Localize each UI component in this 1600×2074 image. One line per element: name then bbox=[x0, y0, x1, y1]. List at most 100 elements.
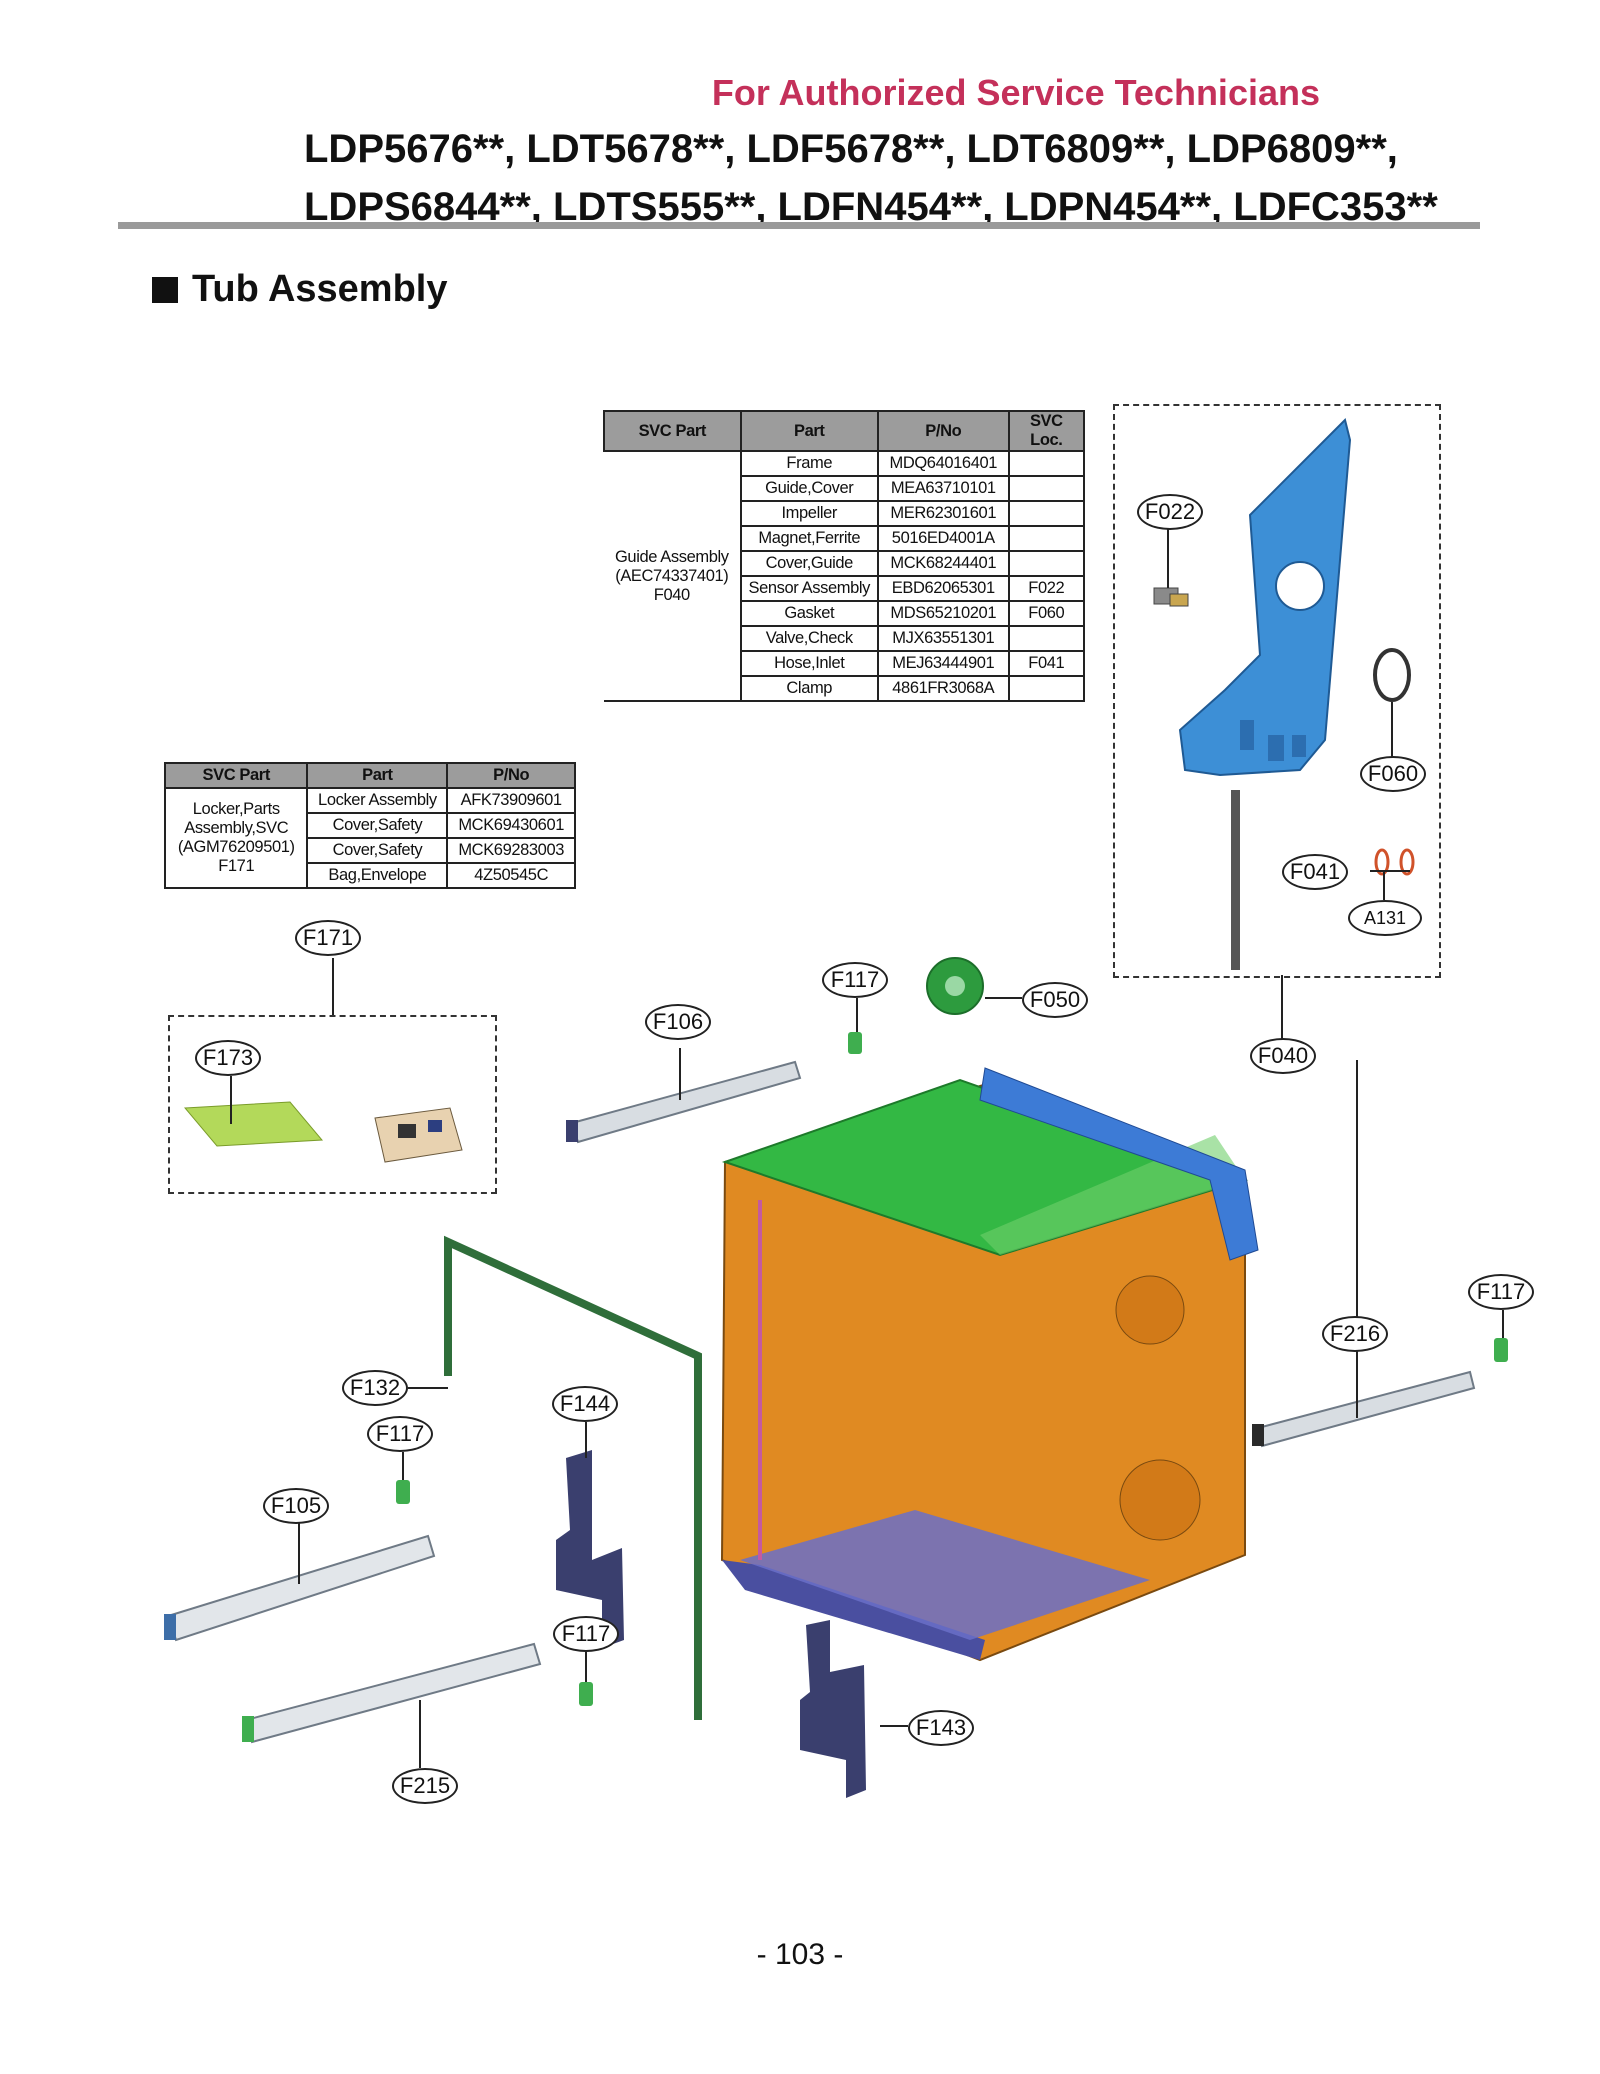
group-location: F040 bbox=[653, 585, 690, 604]
group-name-2: Assembly,SVC bbox=[184, 819, 289, 837]
callout-f132: F132 bbox=[342, 1370, 408, 1406]
clip-part bbox=[396, 1480, 410, 1504]
part-name: Hose,Inlet bbox=[739, 650, 879, 677]
part-name: Magnet,Ferrite bbox=[739, 525, 879, 552]
model-list-line-2: LDPS6844**, LDTS555**, LDFN454**, LDPN45… bbox=[304, 185, 1438, 229]
svc-location: F060 bbox=[1007, 600, 1086, 627]
callout-f117: F117 bbox=[822, 962, 888, 998]
callout-f144: F144 bbox=[552, 1386, 618, 1422]
section-title: Tub Assembly bbox=[192, 268, 448, 310]
part-number: 5016ED4001A bbox=[876, 525, 1010, 552]
callout-f040: F040 bbox=[1250, 1038, 1316, 1074]
callout-a131: A131 bbox=[1348, 900, 1422, 936]
part-name: Bag,Envelope bbox=[306, 862, 449, 889]
part-name: Clamp bbox=[739, 675, 879, 702]
callout-f060: F060 bbox=[1360, 756, 1426, 792]
part-number: MJX63551301 bbox=[876, 625, 1010, 652]
upper-rail-part bbox=[566, 1060, 802, 1144]
callout-f216: F216 bbox=[1322, 1316, 1388, 1352]
callout-f022: F022 bbox=[1137, 494, 1203, 530]
locker-parts-table: SVC Part Part P/No Locker,Parts Assembly… bbox=[163, 762, 576, 889]
svc-location: F022 bbox=[1007, 575, 1086, 602]
part-number: MER62301601 bbox=[876, 500, 1010, 527]
part-name: Guide,Cover bbox=[739, 475, 879, 502]
audience-label: For Authorized Service Technicians bbox=[711, 72, 1320, 113]
part-number: MCK69283003 bbox=[446, 837, 576, 864]
group-name: Guide Assembly bbox=[614, 547, 729, 566]
header-rule bbox=[118, 222, 1480, 229]
callout-f117: F117 bbox=[1468, 1274, 1534, 1310]
col-header-svc-loc: SVC Loc. bbox=[1007, 410, 1086, 452]
part-number: EBD62065301 bbox=[876, 575, 1010, 602]
guide-assembly-group-box bbox=[1113, 404, 1441, 978]
svc-location bbox=[1007, 450, 1086, 477]
door-gasket-part bbox=[444, 1235, 702, 1720]
page-number: - 103 - bbox=[756, 1938, 844, 1971]
group-location: F171 bbox=[218, 857, 255, 875]
svc-location bbox=[1007, 675, 1086, 702]
part-number: MEJ63444901 bbox=[876, 650, 1010, 677]
col-header-part: Part bbox=[306, 762, 449, 789]
leader-lines bbox=[230, 528, 1504, 1768]
callout-f117: F117 bbox=[367, 1416, 433, 1452]
hinge-bracket-part bbox=[556, 1450, 624, 1648]
lower-rail-part bbox=[242, 1642, 542, 1744]
clip-part bbox=[848, 1032, 862, 1054]
part-number: MDQ64016401 bbox=[876, 450, 1010, 477]
group-name: Locker,Parts bbox=[192, 800, 280, 818]
hinge-bracket-part bbox=[800, 1620, 866, 1798]
part-name: Locker Assembly bbox=[306, 787, 449, 814]
tub-part bbox=[720, 1067, 1259, 1662]
callout-f143: F143 bbox=[908, 1710, 974, 1746]
callout-f173: F173 bbox=[195, 1040, 261, 1076]
col-header-svc-part: SVC Part bbox=[163, 762, 309, 789]
part-name: Cover,Safety bbox=[306, 812, 449, 839]
col-header-part: Part bbox=[739, 410, 879, 452]
model-list-line-1: LDP5676**, LDT5678**, LDF5678**, LDT6809… bbox=[304, 127, 1398, 171]
group-code: (AGM76209501) bbox=[177, 838, 295, 856]
locker-card-part bbox=[183, 1101, 324, 1147]
callout-f041: F041 bbox=[1282, 854, 1348, 890]
square-bullet-icon bbox=[152, 276, 178, 303]
svc-location bbox=[1007, 550, 1086, 577]
callout-f106: F106 bbox=[645, 1004, 711, 1040]
svc-location bbox=[1007, 625, 1086, 652]
locker-parts-group-box bbox=[168, 1015, 497, 1194]
part-number: AFK73909601 bbox=[446, 787, 576, 814]
callout-f117: F117 bbox=[553, 1616, 619, 1652]
part-name: Gasket bbox=[739, 600, 879, 627]
sensor-assembly-part bbox=[1153, 587, 1189, 607]
table-header-row: SVC Part Part P/No bbox=[163, 762, 576, 789]
svc-part-group: Guide Assembly (AEC74337401) F040 bbox=[604, 450, 742, 702]
table-header-row: SVC Part Part P/No SVC Loc. bbox=[603, 410, 1086, 452]
table-row: Locker,Parts Assembly,SVC (AGM76209501) … bbox=[163, 787, 576, 889]
part-name: Impeller bbox=[739, 500, 879, 527]
part-number: MCK69430601 bbox=[446, 812, 576, 839]
section-heading: Tub Assembly bbox=[152, 268, 448, 311]
guide-assembly-table: SVC Part Part P/No SVC Loc. Guide Assemb… bbox=[603, 410, 1086, 702]
guide-frame-part bbox=[1178, 418, 1352, 777]
svc-part-group: Locker,Parts Assembly,SVC (AGM76209501) … bbox=[163, 787, 309, 889]
svc-location bbox=[1007, 500, 1086, 527]
svc-location: F041 bbox=[1007, 650, 1086, 677]
part-name: Cover,Safety bbox=[306, 837, 449, 864]
part-name: Sensor Assembly bbox=[739, 575, 879, 602]
group-code: (AEC74337401) bbox=[615, 566, 729, 585]
gasket-ring-part bbox=[1373, 648, 1411, 702]
part-number: 4861FR3068A bbox=[876, 675, 1010, 702]
table-row: Guide Assembly (AEC74337401) F040 Frame … bbox=[604, 450, 1086, 702]
callout-f171: F171 bbox=[295, 920, 361, 956]
col-header-pno: P/No bbox=[446, 762, 576, 789]
callout-f105: F105 bbox=[263, 1488, 329, 1524]
